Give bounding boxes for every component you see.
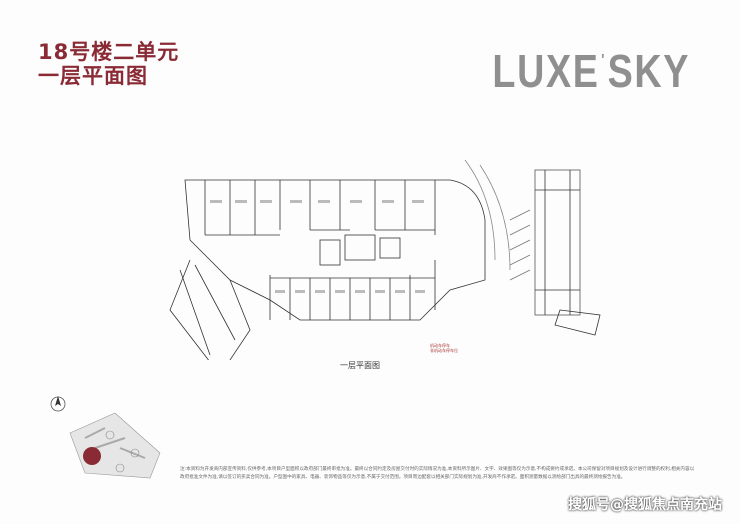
disclaimer-notes: 注:本资料为开发商内部宣传资料,仅供参考,本项目户型面积以政府部门最终审批为准。… — [180, 467, 695, 480]
brand-left: LUXE — [492, 45, 600, 97]
watermark: 搜狐号@搜狐焦点南充站 — [568, 497, 722, 513]
brand-logo: LUXE'SKY — [492, 44, 690, 98]
legend-line-2: 非机动车停车位 — [430, 348, 458, 353]
compass-icon — [50, 396, 66, 412]
brand-tick: ' — [601, 52, 606, 69]
title-line-2: 一层平面图 — [38, 64, 148, 88]
brand-right: SKY — [607, 45, 690, 97]
highlight-marker — [83, 447, 101, 465]
floor-plan — [169, 160, 601, 360]
legend-line-1: 机动车停车 — [430, 343, 450, 348]
page-title: 18号楼二单元 一层平面图 — [38, 40, 179, 88]
plan-caption: 一层平面图 — [340, 361, 380, 370]
plan-legend: 机动车停车 非机动车停车位 — [430, 343, 458, 353]
site-minimap — [50, 396, 161, 479]
title-line-1: 18号楼二单元 — [38, 40, 180, 64]
